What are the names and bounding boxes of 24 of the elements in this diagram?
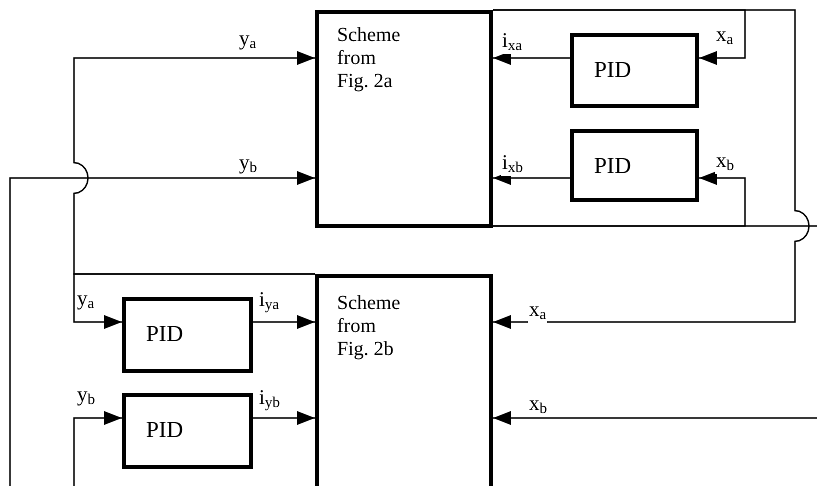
- signal-arrow: [73, 51, 315, 275]
- signal-arrow: [493, 411, 817, 425]
- scheme-block: [315, 10, 493, 228]
- edge-label: i$_{xb}$: [501, 152, 524, 176]
- block-title: Scheme from Fig. 2b: [337, 292, 402, 361]
- block-label: PID: [146, 321, 184, 348]
- signal-arrow: [253, 411, 315, 425]
- pid-block: [122, 297, 253, 373]
- edge-label: i$_{yb}$: [258, 387, 281, 411]
- pid-block: [570, 129, 699, 202]
- edge-label: i$_{ya}$: [258, 289, 280, 313]
- signal-arrow: [73, 411, 122, 486]
- signal-arrow: [253, 315, 315, 329]
- pid-block: [122, 393, 253, 469]
- signal-arrow: [9, 171, 315, 486]
- signal-arrow: [73, 273, 315, 329]
- signal-arrow: [493, 9, 810, 329]
- block-title: Scheme from Fig. 2a: [337, 24, 402, 93]
- block-label: PID: [594, 57, 632, 84]
- pid-block: [570, 33, 699, 108]
- block-label: PID: [146, 417, 184, 444]
- scheme-block: [315, 274, 493, 486]
- block-label: PID: [594, 153, 632, 180]
- edge-label: i$_{xa}$: [501, 30, 524, 54]
